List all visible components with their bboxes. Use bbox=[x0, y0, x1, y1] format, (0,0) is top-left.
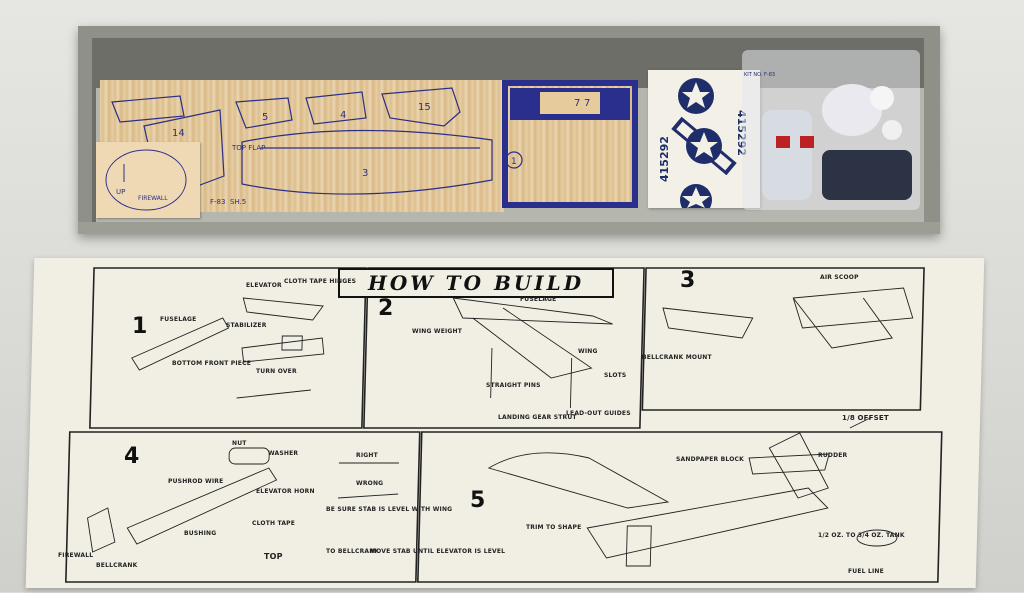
label-wing: WING bbox=[578, 348, 598, 355]
part-number-14: 14 bbox=[172, 128, 185, 139]
label-washer: WASHER bbox=[268, 450, 299, 457]
label-slots: SLOTS bbox=[604, 372, 627, 379]
label-firewall: FIREWALL bbox=[58, 552, 94, 559]
label-elevator: ELEVATOR bbox=[246, 282, 282, 289]
label-bellcrank: BELLCRANK bbox=[96, 562, 138, 569]
label-offset: 1/8 OFFSET bbox=[842, 414, 889, 422]
hardware-bag: KIT NO. F-83 bbox=[742, 50, 920, 210]
label-cloth-tape-hinges: CLOTH TAPE HINGES bbox=[284, 278, 357, 285]
balsa-marking-sh: SH.5 bbox=[230, 198, 246, 206]
firewall-label: FIREWALL bbox=[138, 195, 168, 202]
balsa-marking-topflap: TOP FLAP bbox=[231, 144, 265, 152]
balsa-marking-sheet: F-83 bbox=[210, 198, 225, 206]
label-cloth-tape-4: CLOTH TAPE bbox=[252, 520, 296, 527]
instruction-sheet bbox=[25, 258, 985, 588]
step-number-2: 2 bbox=[378, 296, 394, 321]
part-number-5: 5 bbox=[262, 112, 268, 123]
step-number-4: 4 bbox=[124, 444, 140, 469]
label-wrong: WRONG bbox=[356, 480, 384, 487]
label-turn-over: TURN OVER bbox=[256, 368, 297, 375]
label-air-scoop: AIR SCOOP bbox=[820, 274, 859, 281]
part-number-1: 1 bbox=[511, 157, 517, 167]
label-landing-gear-strut: LANDING GEAR STRUT bbox=[498, 414, 577, 421]
label-lead-out-guides: LEAD-OUT GUIDES bbox=[566, 410, 631, 417]
part-number-4: 4 bbox=[340, 110, 346, 121]
label-rudder: RUDDER bbox=[818, 452, 848, 459]
part-number-15: 15 bbox=[418, 102, 431, 113]
label-bottom-front-piece: BOTTOM FRONT PIECE bbox=[172, 360, 252, 367]
instructions-title: HOW TO BUILD bbox=[367, 271, 585, 295]
label-fuel-line: FUEL LINE bbox=[848, 568, 884, 575]
label-to-bellcrank: TO BELLCRANK bbox=[326, 548, 380, 555]
step-number-1: 1 bbox=[132, 314, 148, 339]
firewall-block: UP FIREWALL bbox=[96, 142, 200, 218]
label-straight-pins: STRAIGHT PINS bbox=[486, 382, 541, 389]
balsa-parts-outline: 5 4 15 3 14 F-83 SH.5 TOP FLAP bbox=[111, 87, 493, 206]
balsa-sheet-wing: 1 7 7 bbox=[500, 78, 640, 210]
label-bellcrank-mount: BELLCRANK MOUNT bbox=[642, 354, 712, 361]
label-right: RIGHT bbox=[356, 452, 378, 459]
label-fuselage-2: FUSELAGE bbox=[520, 296, 557, 303]
step-number-5: 5 bbox=[470, 488, 486, 513]
wing-sheet-outline: 1 7 7 bbox=[500, 78, 640, 210]
part-number-7a: 7 bbox=[574, 98, 580, 109]
firewall-up-label: UP bbox=[116, 188, 125, 196]
label-sandpaper-block: SANDPAPER BLOCK bbox=[676, 456, 744, 463]
part-number-7b: 7 bbox=[584, 98, 590, 109]
label-elevator-horn: ELEVATOR HORN bbox=[256, 488, 315, 495]
hardware-parts: KIT NO. F-83 bbox=[744, 72, 912, 200]
label-trim-to-shape: TRIM TO SHAPE bbox=[526, 524, 582, 531]
firewall-outline: UP FIREWALL bbox=[105, 149, 187, 211]
instructions-title-box: HOW TO BUILD bbox=[338, 268, 614, 298]
label-bushing: BUSHING bbox=[184, 530, 217, 537]
instruction-drawings bbox=[65, 267, 943, 583]
box-front-wall bbox=[78, 222, 940, 234]
part-number-3: 3 bbox=[362, 168, 368, 179]
label-tank: 1/2 OZ. TO 3/4 OZ. TANK bbox=[818, 532, 905, 539]
label-stabilizer: STABILIZER bbox=[226, 322, 267, 329]
label-fuselage-1: FUSELAGE bbox=[160, 316, 197, 323]
bag-kit-label: KIT NO. F-83 bbox=[744, 72, 775, 78]
label-move-stab: MOVE STAB UNTIL ELEVATOR IS LEVEL bbox=[370, 548, 506, 555]
label-top: TOP bbox=[264, 552, 283, 561]
label-pushrod-wire: PUSHROD WIRE bbox=[168, 478, 224, 485]
label-wing-weight: WING WEIGHT bbox=[412, 328, 463, 335]
label-be-sure-stab: BE SURE STAB IS LEVEL WITH WING bbox=[326, 506, 453, 513]
step-number-3: 3 bbox=[680, 268, 696, 293]
label-nut: NUT bbox=[232, 440, 247, 447]
decal-serial-left: 415292 bbox=[658, 136, 671, 182]
